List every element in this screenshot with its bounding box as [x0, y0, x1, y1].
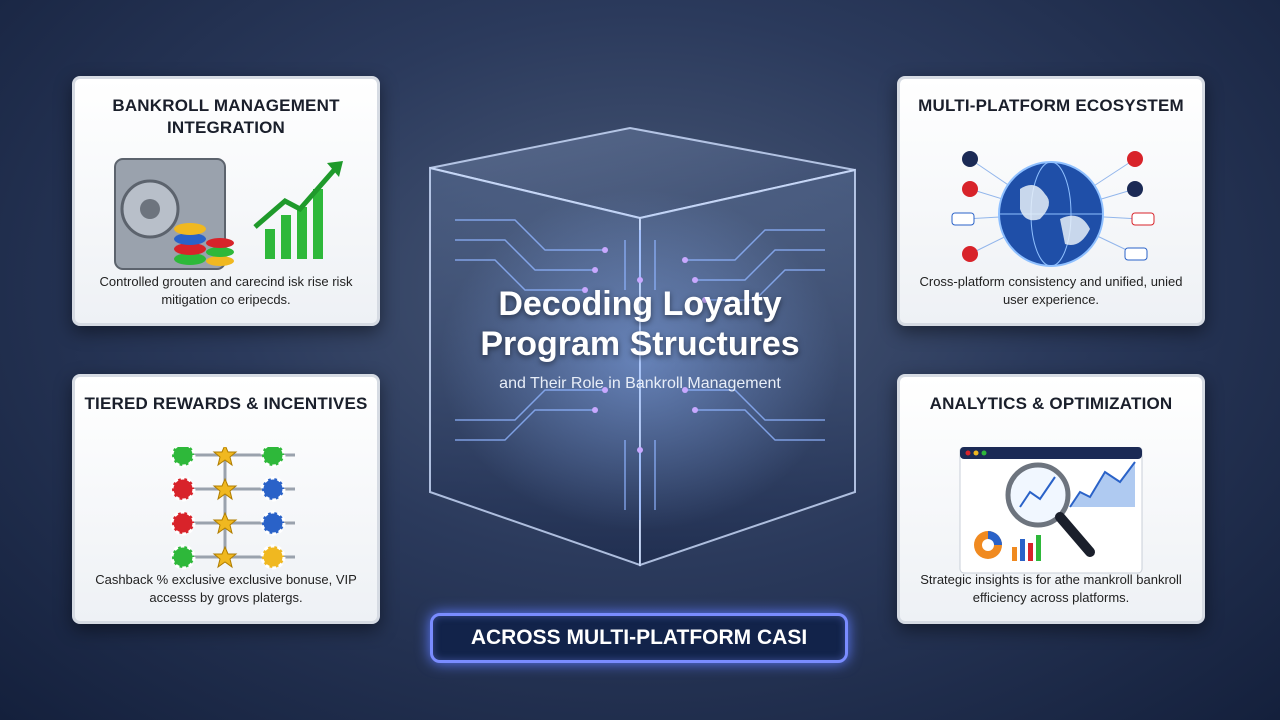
card-multi-platform: MULTI-PLATFORM ECOSYSTEM — [897, 76, 1205, 326]
tiered-rewards-illustration — [95, 442, 357, 577]
title-subtitle: and Their Role in Bankroll Management — [499, 375, 781, 392]
title-line-2: Program Structures — [480, 325, 800, 363]
growth-chart-icon — [253, 161, 343, 259]
card-analytics: ANALYTICS & OPTIMIZATION — [897, 374, 1205, 624]
card-description: Cashback % exclusive exclusive bonuse, V… — [95, 572, 357, 605]
title-line-1: Decoding Loyalty — [498, 285, 782, 323]
bankroll-illustration — [95, 149, 357, 279]
circuit-cube-icon — [429, 126, 856, 567]
globe-icon — [998, 161, 1104, 267]
card-description: Cross-platform consistency and unified, … — [919, 274, 1183, 307]
card-title: BANKROLL MANAGEMENT INTEGRATION — [112, 96, 340, 137]
card-description: Controlled grouten and carecind isk rise… — [99, 274, 353, 307]
card-title: TIERED REWARDS & INCENTIVES — [84, 394, 368, 413]
magnifier-icon — [1005, 462, 1095, 557]
star-icon — [212, 443, 238, 569]
platform-logo-icon — [951, 151, 1155, 262]
chip-stack-icon — [174, 223, 234, 266]
glass-cube — [425, 120, 865, 570]
card-tiered-rewards: TIERED REWARDS & INCENTIVES — [72, 374, 380, 624]
analytics-illustration — [920, 446, 1182, 577]
card-title: MULTI-PLATFORM ECOSYSTEM — [918, 96, 1184, 115]
card-description: Strategic insights is for athe mankroll … — [920, 572, 1182, 605]
banner-label: ACROSS MULTI-PLATFORM CASI — [430, 613, 848, 663]
card-title: ANALYTICS & OPTIMIZATION — [929, 394, 1173, 413]
center-title: Decoding Loyalty Program Structures and … — [390, 284, 890, 396]
chip-icon — [170, 442, 286, 570]
card-bankroll-management: BANKROLL MANAGEMENT INTEGRATION — [72, 76, 380, 326]
ecosystem-illustration — [920, 149, 1182, 279]
